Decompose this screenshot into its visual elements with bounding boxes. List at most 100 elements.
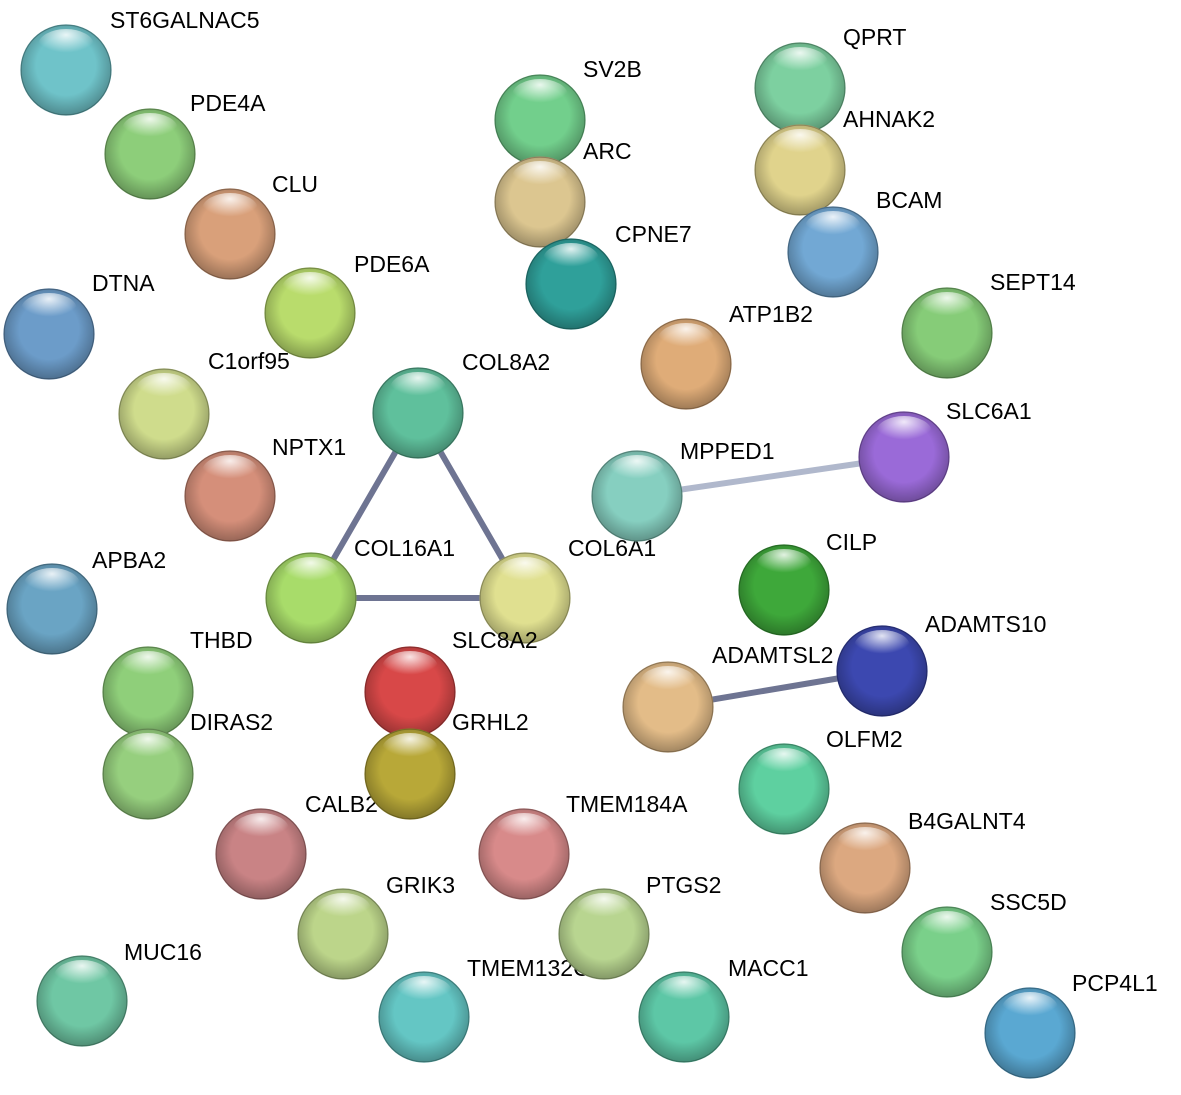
node-label-mpped1: MPPED1 — [680, 438, 775, 464]
node-highlight-grhl2 — [382, 733, 438, 766]
node-highlight-cilp — [756, 549, 812, 582]
node-label-bcam: BCAM — [876, 187, 942, 213]
node-label-arc: ARC — [583, 138, 632, 164]
node-tmem132c[interactable]: TMEM132C — [378, 955, 590, 1063]
node-label-qprt: QPRT — [843, 24, 906, 50]
node-highlight-calb2 — [233, 813, 289, 846]
node-highlight-arc — [512, 161, 568, 194]
node-highlight-muc16 — [54, 960, 110, 993]
node-highlight-diras2 — [120, 733, 176, 766]
node-label-nptx1: NPTX1 — [272, 434, 346, 460]
node-col8a2[interactable]: COL8A2 — [372, 349, 550, 459]
node-qprt[interactable]: QPRT — [754, 24, 906, 134]
node-highlight-pde4a — [122, 113, 178, 146]
node-label-slc8a2: SLC8A2 — [452, 627, 538, 653]
node-highlight-ssc5d — [919, 911, 975, 944]
node-clu[interactable]: CLU — [184, 171, 318, 280]
node-label-c1orf95: C1orf95 — [208, 348, 290, 374]
node-highlight-tmem184a — [496, 813, 552, 846]
node-grik3[interactable]: GRIK3 — [297, 872, 455, 980]
node-bcam[interactable]: BCAM — [787, 187, 942, 298]
node-highlight-col16a1 — [283, 557, 339, 590]
node-label-adamts10: ADAMTS10 — [925, 611, 1046, 637]
node-label-apba2: APBA2 — [92, 547, 166, 573]
node-col16a1[interactable]: COL16A1 — [265, 535, 455, 644]
node-highlight-olfm2 — [756, 748, 812, 781]
node-highlight-ptgs2 — [576, 893, 632, 926]
node-b4galnt4[interactable]: B4GALNT4 — [819, 808, 1026, 914]
node-label-diras2: DIRAS2 — [190, 709, 273, 735]
node-pde4a[interactable]: PDE4A — [104, 90, 266, 200]
node-calb2[interactable]: CALB2 — [215, 791, 378, 900]
node-cpne7[interactable]: CPNE7 — [525, 221, 692, 330]
node-pde6a[interactable]: PDE6A — [264, 251, 430, 359]
node-adamts10[interactable]: ADAMTS10 — [836, 611, 1046, 717]
node-sept14[interactable]: SEPT14 — [901, 269, 1076, 379]
node-label-sv2b: SV2B — [583, 56, 642, 82]
node-grhl2[interactable]: GRHL2 — [364, 709, 529, 820]
node-ptgs2[interactable]: PTGS2 — [558, 872, 721, 980]
node-highlight-dtna — [21, 293, 77, 326]
node-pcp4l1[interactable]: PCP4L1 — [984, 970, 1158, 1079]
node-highlight-bcam — [805, 211, 861, 244]
node-label-clu: CLU — [272, 171, 318, 197]
node-tmem184a[interactable]: TMEM184A — [478, 791, 688, 900]
node-atp1b2[interactable]: ATP1B2 — [640, 301, 813, 410]
node-highlight-adamtsl2 — [640, 666, 696, 699]
node-ssc5d[interactable]: SSC5D — [901, 889, 1067, 998]
node-nptx1[interactable]: NPTX1 — [184, 434, 346, 542]
node-highlight-nptx1 — [202, 455, 258, 488]
node-highlight-cpne7 — [543, 243, 599, 276]
node-highlight-thbd — [120, 651, 176, 684]
node-label-olfm2: OLFM2 — [826, 726, 903, 752]
node-highlight-grik3 — [315, 893, 371, 926]
node-dtna[interactable]: DTNA — [3, 270, 155, 380]
node-apba2[interactable]: APBA2 — [6, 547, 166, 655]
node-adamtsl2[interactable]: ADAMTSL2 — [622, 642, 833, 753]
node-label-calb2: CALB2 — [305, 791, 378, 817]
node-label-ptgs2: PTGS2 — [646, 872, 721, 898]
node-diras2[interactable]: DIRAS2 — [102, 709, 273, 820]
node-thbd[interactable]: THBD — [102, 627, 253, 738]
node-cilp[interactable]: CILP — [738, 529, 877, 636]
node-highlight-st6galnac5 — [38, 29, 94, 62]
node-olfm2[interactable]: OLFM2 — [738, 726, 903, 835]
node-arc[interactable]: ARC — [494, 138, 632, 248]
node-highlight-tmem132c — [396, 976, 452, 1009]
node-label-grik3: GRIK3 — [386, 872, 455, 898]
node-highlight-ahnak2 — [772, 129, 828, 162]
node-sv2b[interactable]: SV2B — [494, 56, 642, 166]
node-highlight-col8a2 — [390, 372, 446, 405]
node-highlight-slc6a1 — [876, 416, 932, 449]
node-slc8a2[interactable]: SLC8A2 — [364, 627, 538, 738]
node-muc16[interactable]: MUC16 — [36, 939, 202, 1047]
node-mpped1[interactable]: MPPED1 — [591, 438, 775, 542]
node-highlight-adamts10 — [854, 630, 910, 663]
node-label-col8a2: COL8A2 — [462, 349, 550, 375]
node-highlight-sept14 — [919, 292, 975, 325]
node-label-col16a1: COL16A1 — [354, 535, 455, 561]
node-ahnak2[interactable]: AHNAK2 — [754, 106, 935, 216]
node-label-grhl2: GRHL2 — [452, 709, 529, 735]
node-highlight-col6a1 — [497, 557, 553, 590]
node-highlight-sv2b — [512, 79, 568, 112]
node-highlight-pcp4l1 — [1002, 992, 1058, 1025]
node-label-atp1b2: ATP1B2 — [729, 301, 813, 327]
node-highlight-pde6a — [282, 272, 338, 305]
node-highlight-slc8a2 — [382, 651, 438, 684]
node-macc1[interactable]: MACC1 — [638, 955, 809, 1063]
node-highlight-b4galnt4 — [837, 827, 893, 860]
node-slc6a1[interactable]: SLC6A1 — [858, 398, 1032, 503]
node-highlight-atp1b2 — [658, 323, 714, 356]
node-label-pde6a: PDE6A — [354, 251, 430, 277]
node-label-ahnak2: AHNAK2 — [843, 106, 935, 132]
node-st6galnac5[interactable]: ST6GALNAC5 — [20, 7, 260, 116]
node-highlight-qprt — [772, 47, 828, 80]
node-highlight-mpped1 — [609, 455, 665, 488]
node-col6a1[interactable]: COL6A1 — [479, 535, 656, 644]
node-c1orf95[interactable]: C1orf95 — [118, 348, 290, 460]
node-label-tmem184a: TMEM184A — [566, 791, 688, 817]
node-label-slc6a1: SLC6A1 — [946, 398, 1032, 424]
node-highlight-apba2 — [24, 568, 80, 601]
